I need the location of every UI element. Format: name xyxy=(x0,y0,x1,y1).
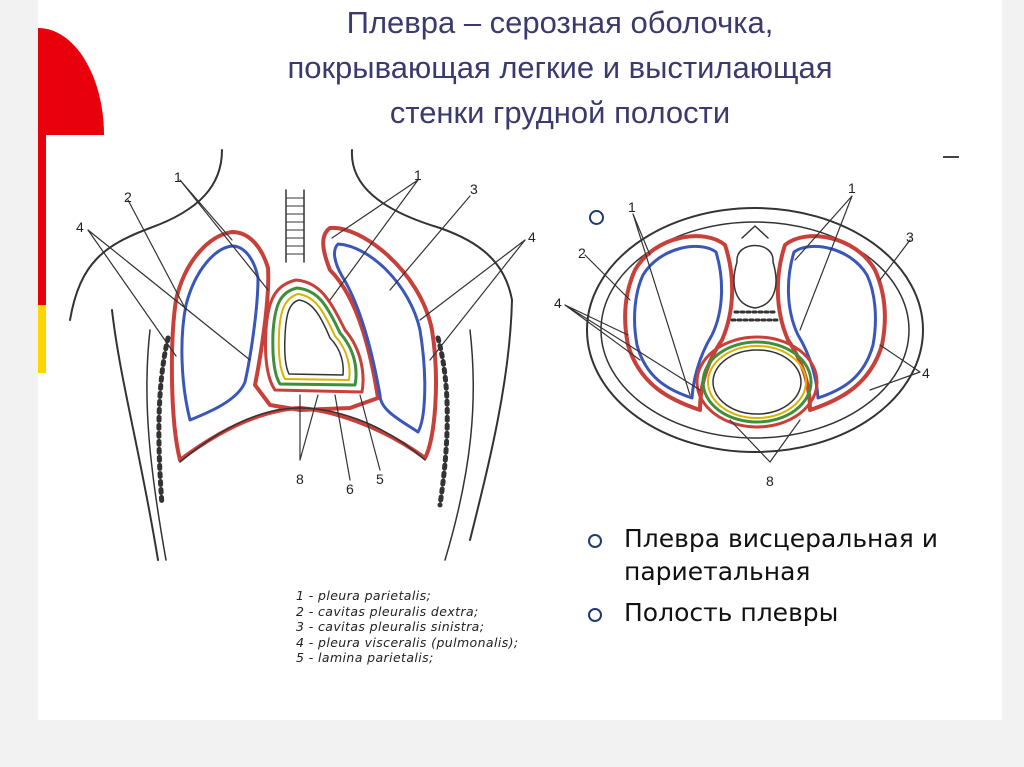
legend-item: 2 - cavitas pleuralis dextra; xyxy=(296,604,626,620)
bullet-text: Полость плевры xyxy=(624,598,838,627)
label-6: 6 xyxy=(346,481,354,497)
transverse-thorax-section xyxy=(565,196,923,462)
label-5: 5 xyxy=(376,471,384,487)
r-label-4-right: 4 xyxy=(922,365,930,381)
label-2: 2 xyxy=(124,189,132,205)
empty-bullet-marker xyxy=(589,210,604,225)
label-1-right: 1 xyxy=(414,167,422,183)
frontal-thorax-section xyxy=(70,150,525,560)
r-label-2: 2 xyxy=(578,245,586,261)
bullet-item: Плевра висцеральная и париетальная xyxy=(580,522,960,588)
stray-dash xyxy=(943,156,959,158)
r-label-8: 8 xyxy=(766,473,774,489)
r-label-4-left: 4 xyxy=(554,295,562,311)
frontal-section-labels: 1 2 3 4 4 8 6 5 1 xyxy=(76,167,536,497)
diagram-legend: 1 - pleura parietalis; 2 - cavitas pleur… xyxy=(296,588,626,666)
legend-item: 1 - pleura parietalis; xyxy=(296,588,626,604)
legend-item: 3 - cavitas pleuralis sinistra; xyxy=(296,619,626,635)
legend-item: 5 - lamina parietalis; xyxy=(296,650,626,666)
label-3: 3 xyxy=(470,181,478,197)
r-label-1: 1 xyxy=(628,199,636,215)
r-label-3: 3 xyxy=(906,229,914,245)
bullet-text: Плевра висцеральная и париетальная xyxy=(624,524,938,586)
bullet-circle-icon xyxy=(588,608,602,622)
label-8: 8 xyxy=(296,471,304,487)
label-4-left: 4 xyxy=(76,219,84,235)
legend-item: 4 - pleura visceralis (pulmonalis); xyxy=(296,635,626,651)
bullet-circle-icon xyxy=(588,534,602,548)
bullet-list: Плевра висцеральная и париетальная Полос… xyxy=(580,522,960,629)
label-1: 1 xyxy=(174,169,182,185)
bullet-item: Полость плевры xyxy=(580,596,960,629)
label-4-right: 4 xyxy=(528,229,536,245)
r-label-1b: 1 xyxy=(848,180,856,196)
